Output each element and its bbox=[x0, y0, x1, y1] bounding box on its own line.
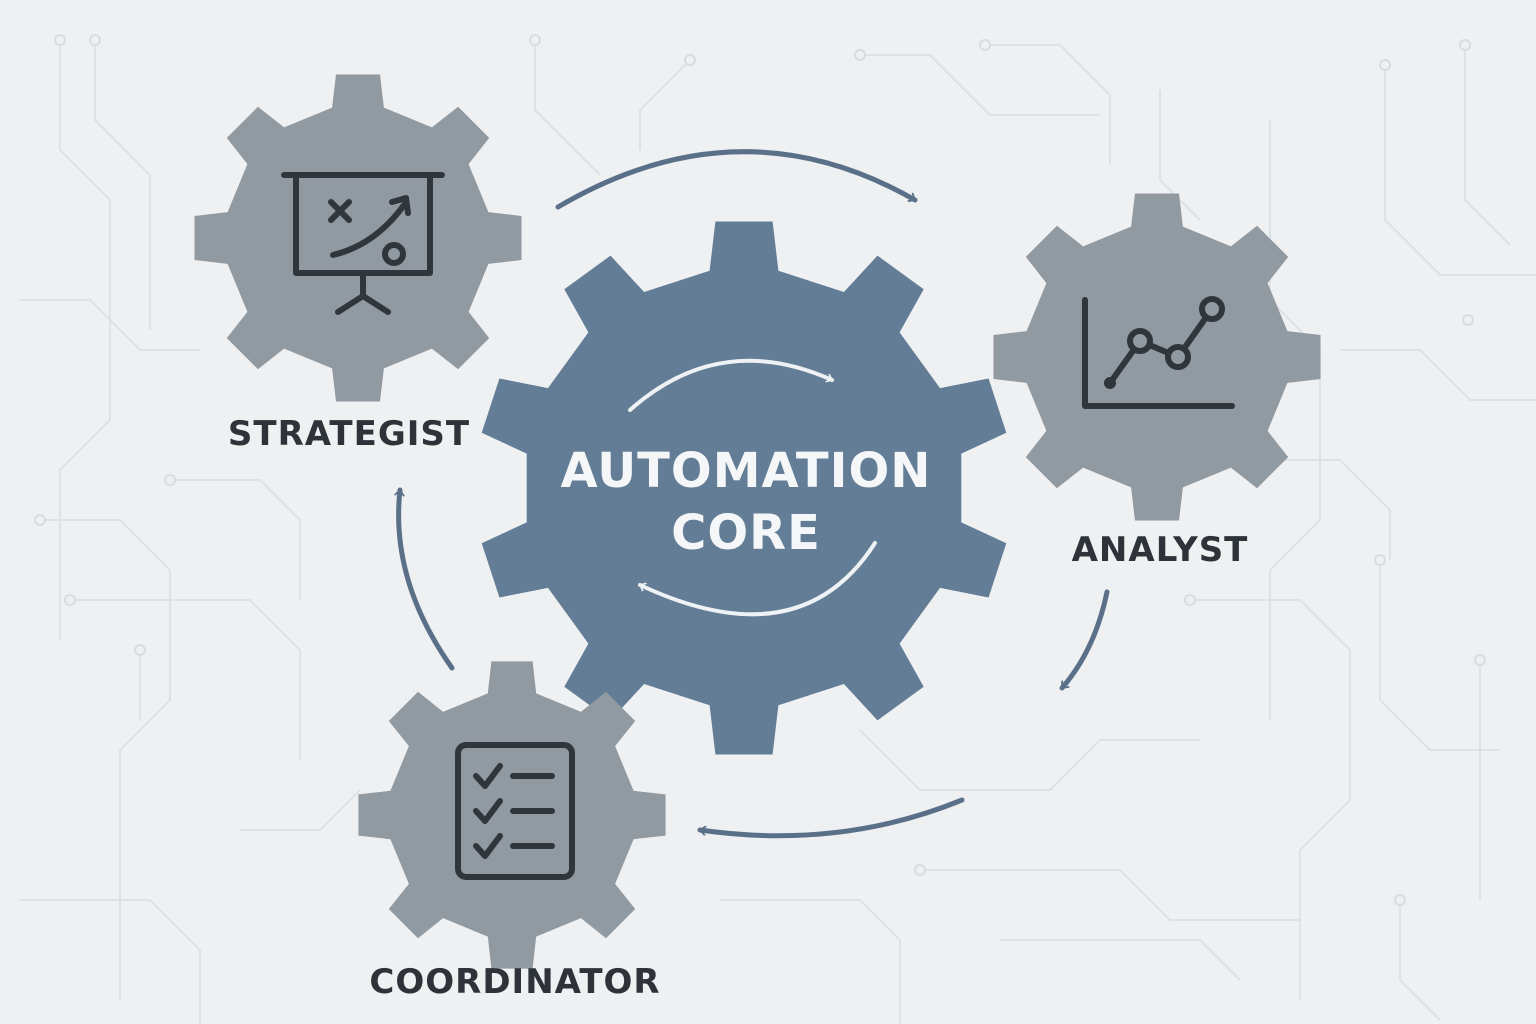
core-title-line2: CORE bbox=[671, 505, 821, 561]
strategist-label: STRATEGIST bbox=[227, 414, 471, 454]
arrow-strategist-to-analyst bbox=[555, 149, 918, 210]
arrow-coordinator-to-strategist bbox=[399, 487, 455, 671]
arrow-core-to-coordinator bbox=[697, 797, 965, 839]
automation-core-gear bbox=[481, 221, 1007, 755]
arrow-analyst-to-core bbox=[1059, 589, 1110, 691]
core-arrow-bottom bbox=[638, 541, 877, 617]
line-chart-icon bbox=[1082, 296, 1235, 409]
circuit-background bbox=[20, 34, 1536, 1024]
coordinator-label: COORDINATOR bbox=[369, 962, 661, 1002]
core-title-line1: AUTOMATION bbox=[560, 443, 932, 499]
checklist-icon bbox=[455, 742, 575, 880]
strategist-gear bbox=[194, 74, 522, 402]
coordinator-gear bbox=[358, 661, 666, 969]
analyst-gear bbox=[993, 193, 1321, 521]
strategy-board-icon bbox=[281, 172, 445, 315]
core-title: AUTOMATION CORE bbox=[561, 440, 932, 564]
analyst-label: ANALYST bbox=[1071, 530, 1249, 570]
core-arrow-top bbox=[628, 358, 834, 412]
